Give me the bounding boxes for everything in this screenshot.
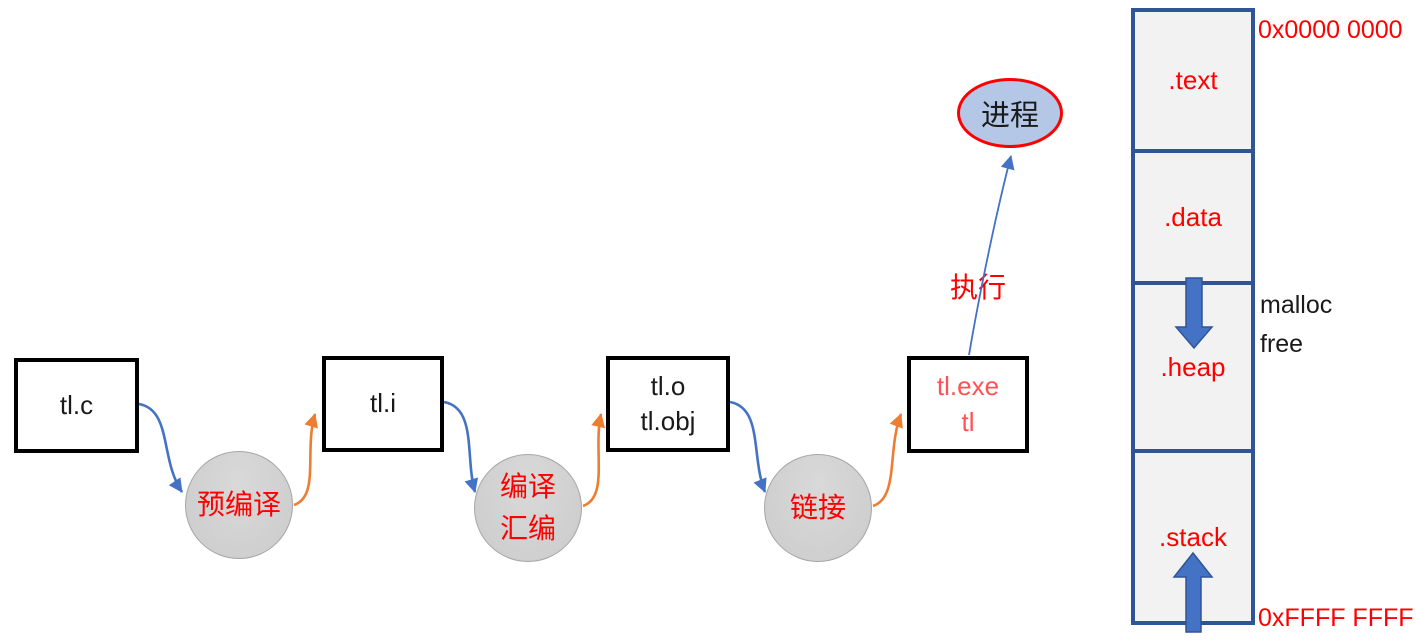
file-box-tl-exe: tl.exe tl (907, 356, 1029, 453)
execute-arrow (968, 155, 1015, 356)
connector-link-to-tlexe-arrow (872, 413, 903, 508)
file-box-tl-o: tl.o tl.obj (606, 356, 730, 452)
step-circle-link: 链接 (764, 454, 872, 562)
process-label: 进程 (980, 100, 1039, 132)
free-label: free (1260, 330, 1304, 358)
file-box-tl-c: tl.c (14, 358, 139, 453)
memory-segment-stack: .stack (1131, 449, 1255, 625)
file-label: tl.c (59, 389, 94, 420)
segment-label: .heap (1160, 351, 1226, 382)
address-low: 0x0000 0000 (1258, 16, 1403, 44)
segment-label: .data (1164, 201, 1222, 232)
step-circle-precompile: 预编译 (185, 451, 293, 559)
execute-label: 执行 (950, 272, 1007, 303)
file-label: tl (961, 406, 975, 437)
file-label: tl.obj (640, 406, 696, 436)
file-label: tl.exe (936, 371, 1000, 402)
process-ellipse: 进程 (957, 78, 1063, 148)
file-box-tl-i: tl.i (322, 356, 444, 452)
malloc-label: malloc (1260, 291, 1333, 319)
connector-compile-to-tlo-arrow (582, 413, 606, 508)
connector-tlc-to-precompile-arrow (138, 402, 184, 493)
step-label: 预编译 (196, 489, 281, 520)
memory-segment-heap: .heap (1131, 281, 1255, 453)
step-label: 汇编 (499, 513, 556, 544)
memory-segment-data: .data (1131, 149, 1255, 285)
segment-label: .text (1168, 65, 1218, 95)
connector-precompile-to-tli-arrow (293, 413, 318, 507)
memory-segment-text: .text (1131, 8, 1255, 153)
step-label: 链接 (789, 492, 846, 523)
connector-tli-to-compile-arrow (443, 400, 479, 493)
file-label: tl.i (370, 388, 396, 419)
segment-label: .stack (1159, 521, 1227, 552)
file-label: tl.o (650, 370, 686, 401)
address-high: 0xFFFF FFFF (1258, 604, 1414, 632)
step-circle-compile-assemble: 编译 汇编 (474, 454, 582, 562)
connector-tlo-to-link-arrow (729, 400, 767, 493)
step-label: 编译 (499, 471, 556, 502)
